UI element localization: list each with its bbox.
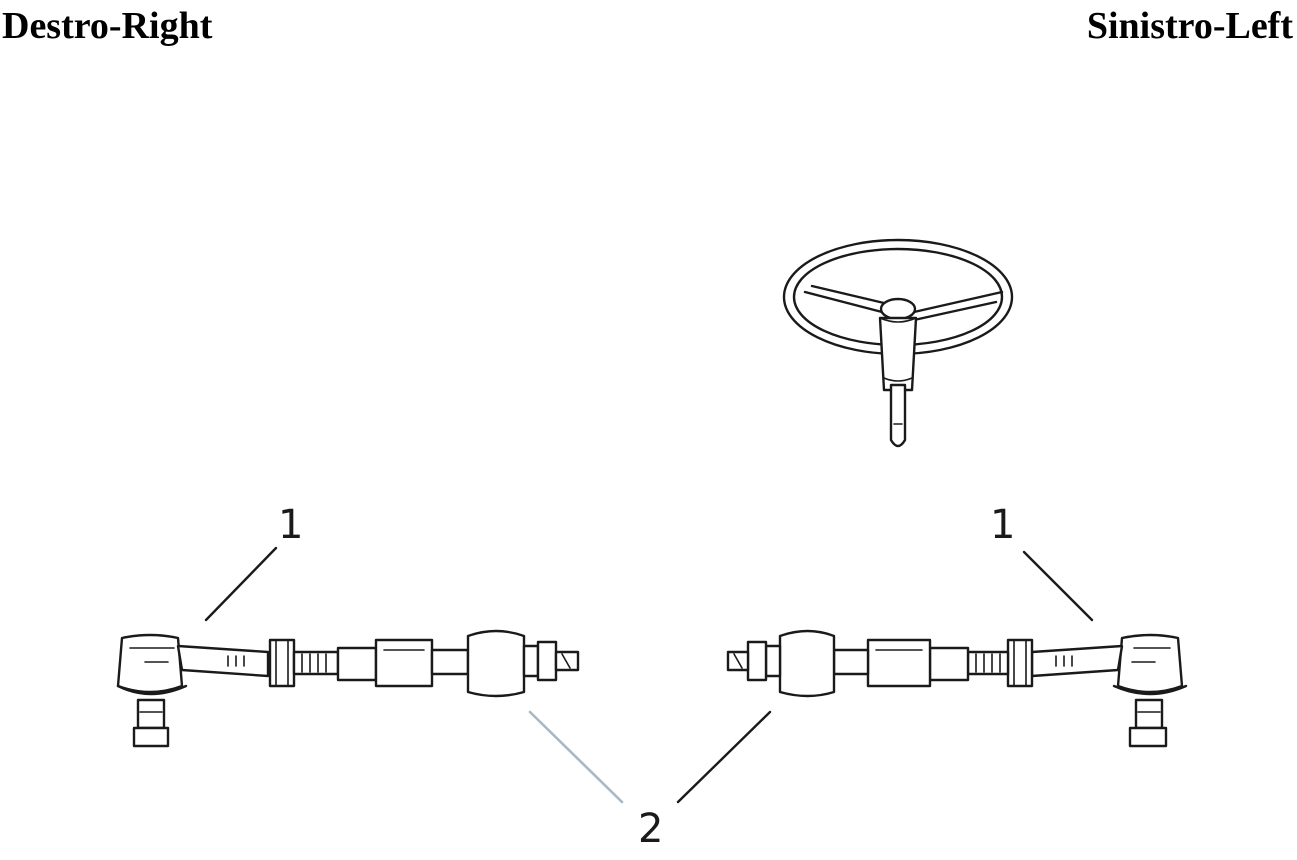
steering-wheel (782, 238, 1014, 448)
callout-1-right: 1 (278, 502, 303, 548)
callout-2: 2 (638, 806, 663, 852)
leader-1-right (204, 546, 278, 622)
leader-lines (204, 546, 1094, 804)
tie-rod-left (726, 629, 1188, 748)
leader-2-right (528, 710, 624, 804)
tie-rod-right (116, 629, 580, 748)
leader-1-left (1022, 550, 1094, 622)
heading-sinistro-left: Sinistro-Left (1086, 5, 1293, 47)
heading-destro-right: Destro-Right (2, 5, 213, 47)
leader-2-left (676, 710, 772, 804)
callout-1-left: 1 (990, 502, 1015, 548)
